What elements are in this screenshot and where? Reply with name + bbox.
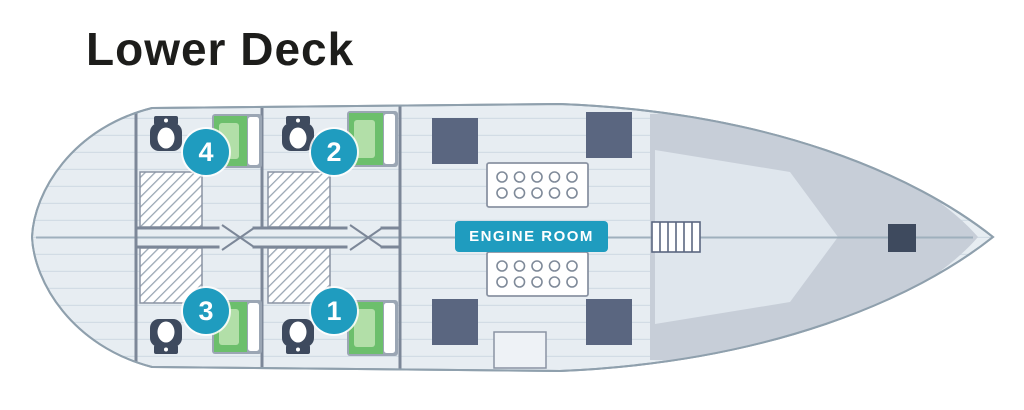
engine-block-top bbox=[486, 162, 589, 208]
page-title: Lower Deck bbox=[86, 23, 355, 75]
cabin-number-badge-3: 3 bbox=[183, 288, 229, 334]
toilet-icon bbox=[282, 116, 314, 151]
cabin-number-badge-4: 4 bbox=[183, 129, 229, 175]
engine-room-label: ENGINE ROOM bbox=[455, 221, 608, 252]
toilet-icon bbox=[150, 116, 182, 151]
bed-icon bbox=[347, 300, 398, 356]
bow-block bbox=[888, 224, 916, 252]
equipment-block bbox=[432, 118, 478, 164]
closet-hatch bbox=[139, 171, 203, 228]
equipment-block bbox=[432, 299, 478, 345]
deck-hatch bbox=[493, 331, 547, 369]
cabin-number-badge-2: 2 bbox=[311, 129, 357, 175]
hull-outline bbox=[30, 102, 995, 373]
toilet-icon bbox=[282, 319, 314, 354]
toilet-icon bbox=[150, 319, 182, 354]
cabin-doors bbox=[221, 224, 383, 251]
equipment-block bbox=[586, 112, 632, 158]
cabin-number-badge-1: 1 bbox=[311, 288, 357, 334]
engine-block-bottom bbox=[486, 251, 589, 297]
closet-hatch bbox=[267, 171, 331, 228]
stairs-icon bbox=[651, 221, 701, 253]
equipment-block bbox=[586, 299, 632, 345]
